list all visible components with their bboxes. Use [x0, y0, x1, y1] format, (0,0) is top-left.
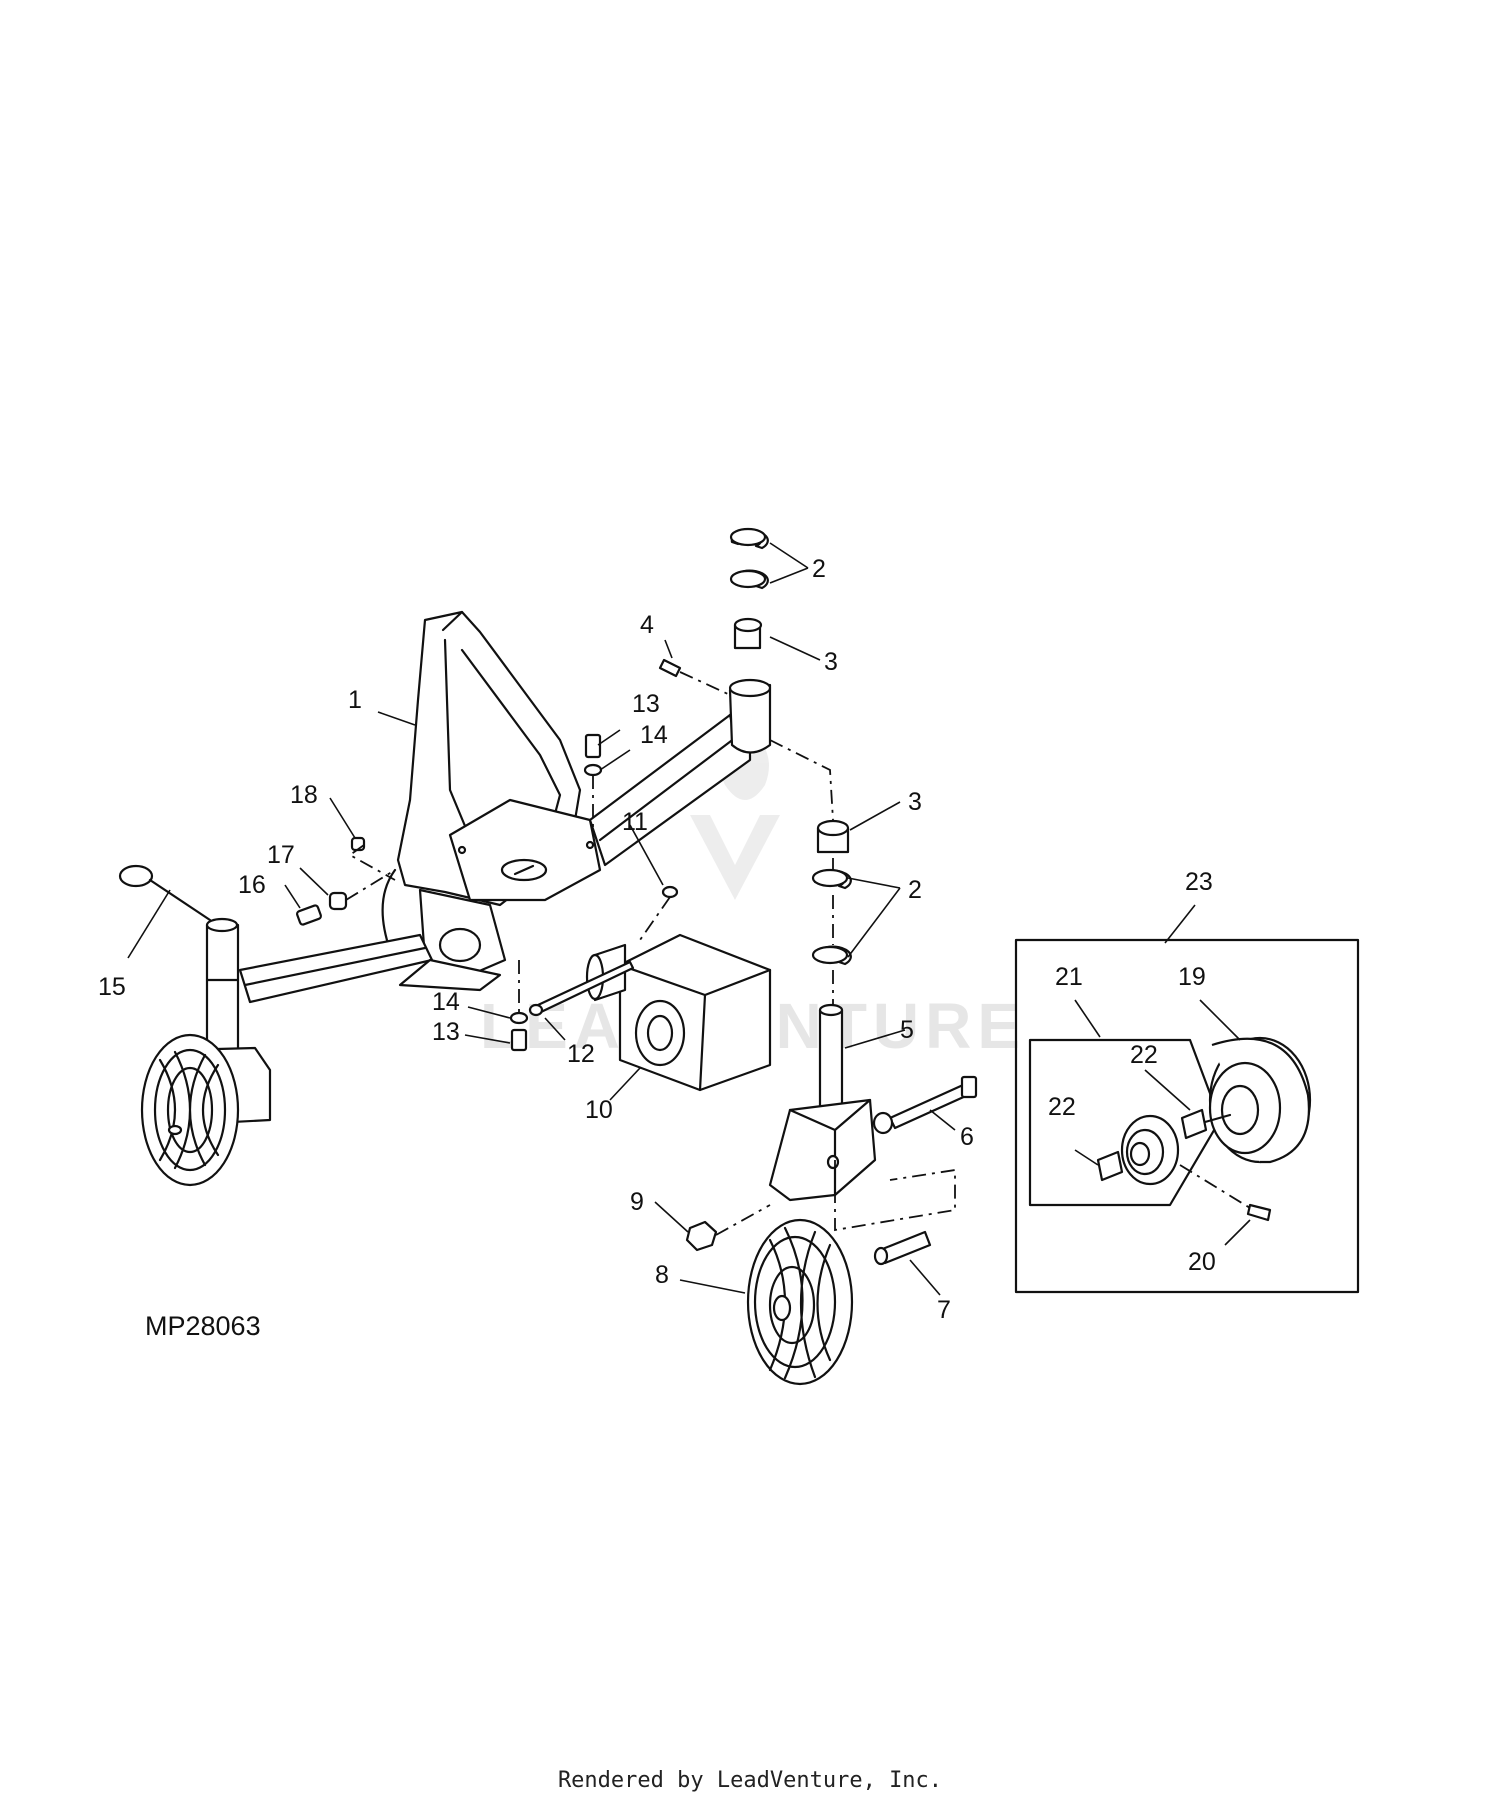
- callout-6: 6: [960, 1123, 974, 1151]
- callout-labels: 1 2 3 4 13 14 18 17 16 15 3 2 5 6 7 9 8 …: [98, 555, 1216, 1324]
- callout-15: 15: [98, 973, 126, 1001]
- callout-8: 8: [655, 1261, 669, 1289]
- bolts-13-14: [509, 733, 603, 1052]
- inset-23-wheel-assembly: [1014, 938, 1360, 1294]
- callout-11: 11: [622, 808, 648, 836]
- callout-13-lower: 13: [432, 1018, 460, 1046]
- callout-21: 21: [1055, 963, 1083, 991]
- callout-2-lower: 2: [908, 876, 922, 904]
- callout-22-right: 22: [1130, 1041, 1158, 1069]
- callout-1: 1: [348, 686, 362, 714]
- callout-14-upper: 14: [640, 721, 668, 749]
- part-10-gearbox: [528, 885, 772, 1092]
- callout-23: 23: [1185, 868, 1213, 896]
- callout-14-lower: 14: [432, 988, 460, 1016]
- callout-2-upper: 2: [812, 555, 826, 583]
- figure-id: MP28063: [145, 1311, 261, 1341]
- callout-20: 20: [1188, 1248, 1216, 1276]
- callout-9: 9: [630, 1188, 644, 1216]
- callout-17: 17: [267, 841, 295, 869]
- callout-5: 5: [900, 1016, 914, 1044]
- callout-12: 12: [567, 1040, 595, 1068]
- leader-lines: [127, 542, 1251, 1296]
- callout-13-upper: 13: [632, 690, 660, 718]
- callout-10: 10: [585, 1096, 613, 1124]
- right-caster-stack: [658, 527, 978, 1386]
- callout-3-lower: 3: [908, 788, 922, 816]
- callout-18: 18: [290, 781, 318, 809]
- callout-3-upper: 3: [824, 648, 838, 676]
- hardware-16-17-18: [296, 836, 396, 926]
- callout-19: 19: [1178, 963, 1206, 991]
- callout-4: 4: [640, 611, 654, 639]
- callout-16: 16: [238, 871, 266, 899]
- part-1-frame: [238, 610, 772, 1004]
- footer-credit: Rendered by LeadVenture, Inc.: [557, 1768, 943, 1793]
- callout-7: 7: [937, 1296, 951, 1324]
- callout-22-left: 22: [1048, 1093, 1076, 1121]
- left-caster-assembly: [118, 864, 272, 1187]
